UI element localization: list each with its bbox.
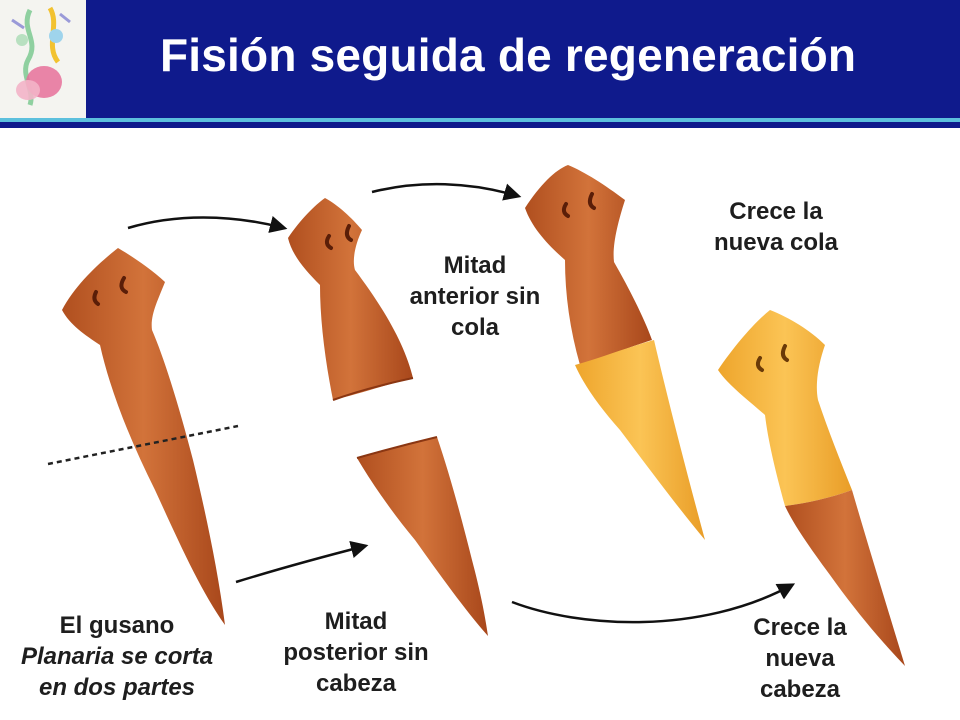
arrow-to-new-head xyxy=(511,583,796,624)
label-whole-worm-line2: Planaria se corta xyxy=(20,643,214,670)
posterior-regenerating-worm xyxy=(718,310,905,666)
label-anterior-half-line1: Mitad xyxy=(443,252,507,279)
header-bar: Fisión seguida de regeneración xyxy=(0,0,960,118)
header-accent-rule xyxy=(0,118,960,122)
page-title: Fisión seguida de regeneración xyxy=(160,29,857,81)
label-posterior-half-line1: Mitad xyxy=(324,608,388,635)
label-posterior-half: Mitad posterior sin cabeza xyxy=(266,606,446,699)
label-posterior-half-line3: cabeza xyxy=(315,670,397,697)
whole-worm xyxy=(47,248,239,625)
label-anterior-half-line2: anterior sin xyxy=(409,283,541,310)
posterior-half-worm xyxy=(356,436,488,636)
label-new-head: Crece la nueva cabeza xyxy=(734,612,866,705)
label-anterior-half-line3: cola xyxy=(450,314,500,341)
label-new-head-line1: Crece la xyxy=(753,614,847,641)
label-new-head-line3: cabeza xyxy=(759,676,841,703)
anterior-regenerating-worm xyxy=(525,165,705,540)
label-whole-worm-line1: El gusano xyxy=(59,612,175,639)
regeneration-diagram xyxy=(47,165,905,666)
header-divider xyxy=(0,122,960,128)
label-new-head-line2: nueva xyxy=(765,645,835,672)
label-anterior-half: Mitad anterior sin cola xyxy=(394,250,556,343)
label-posterior-half-line2: posterior sin xyxy=(283,639,429,666)
label-whole-worm: El gusano Planaria se corta en dos parte… xyxy=(8,610,226,703)
biology-logo-icon xyxy=(0,0,86,118)
label-new-tail-line2: nueva cola xyxy=(713,229,839,256)
label-whole-worm-line3: en dos partes xyxy=(38,674,196,701)
anterior-half-worm xyxy=(288,198,414,401)
label-new-tail: Crece la nueva cola xyxy=(696,196,856,258)
arrow-to-anterior xyxy=(127,216,288,233)
arrow-to-posterior xyxy=(235,540,369,584)
arrow-to-new-tail xyxy=(371,182,522,201)
label-new-tail-line1: Crece la xyxy=(729,198,823,225)
